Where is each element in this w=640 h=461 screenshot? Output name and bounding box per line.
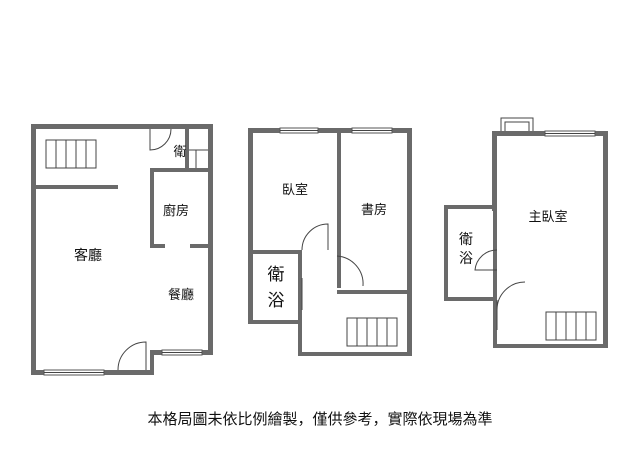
balcony (504, 121, 530, 131)
door (496, 281, 526, 311)
stairs (545, 311, 597, 341)
wall (150, 168, 154, 248)
wall (150, 350, 154, 375)
study-label: 書房 (361, 202, 387, 218)
wall (492, 131, 497, 211)
bath-char-1: 衛 (459, 232, 473, 248)
door (336, 255, 364, 287)
wall (248, 128, 253, 324)
wall (248, 128, 412, 133)
floor-3: 主臥室 衛 浴 (444, 117, 608, 348)
wall (150, 244, 165, 248)
wall (298, 250, 302, 356)
bath-char-2: 浴 (268, 291, 285, 311)
wall (208, 124, 213, 355)
wall (31, 124, 213, 129)
bedroom-label: 臥室 (282, 182, 308, 198)
bath-char-1: 衛 (268, 265, 285, 285)
wall (493, 209, 497, 348)
wall (248, 320, 302, 324)
stairs (346, 317, 398, 347)
door (189, 149, 208, 168)
wall (337, 128, 341, 288)
door (301, 223, 329, 251)
balcony (500, 117, 534, 131)
wall (603, 131, 608, 348)
entrance-door (117, 341, 147, 371)
wall (444, 297, 497, 301)
wall (150, 168, 213, 172)
dining-room-label: 餐廳 (168, 287, 194, 303)
wall (31, 124, 36, 375)
wall (31, 185, 118, 189)
wall (298, 352, 412, 356)
stairs (45, 139, 97, 169)
disclaimer-text: 本格局圖未依比例繪製，僅供參考，實際依現場為準 (147, 410, 493, 428)
wall (248, 250, 302, 254)
bath-char-2: 浴 (459, 251, 473, 267)
floor-1: 客廳 衛 廚房 餐廳 (31, 124, 213, 376)
door (149, 128, 172, 151)
bathroom-label: 衛 (173, 145, 186, 160)
master-bedroom-label: 主臥室 (528, 209, 567, 225)
wall (190, 244, 213, 248)
door (474, 249, 498, 271)
kitchen-label: 廚房 (163, 203, 189, 219)
wall (407, 128, 412, 356)
floor-2: 臥室 書房 衛 浴 (248, 127, 412, 356)
wall (444, 205, 448, 301)
wall (337, 290, 412, 294)
living-room-label: 客廳 (74, 247, 102, 264)
wall (185, 129, 189, 168)
wall (493, 344, 608, 348)
wall (444, 205, 497, 209)
